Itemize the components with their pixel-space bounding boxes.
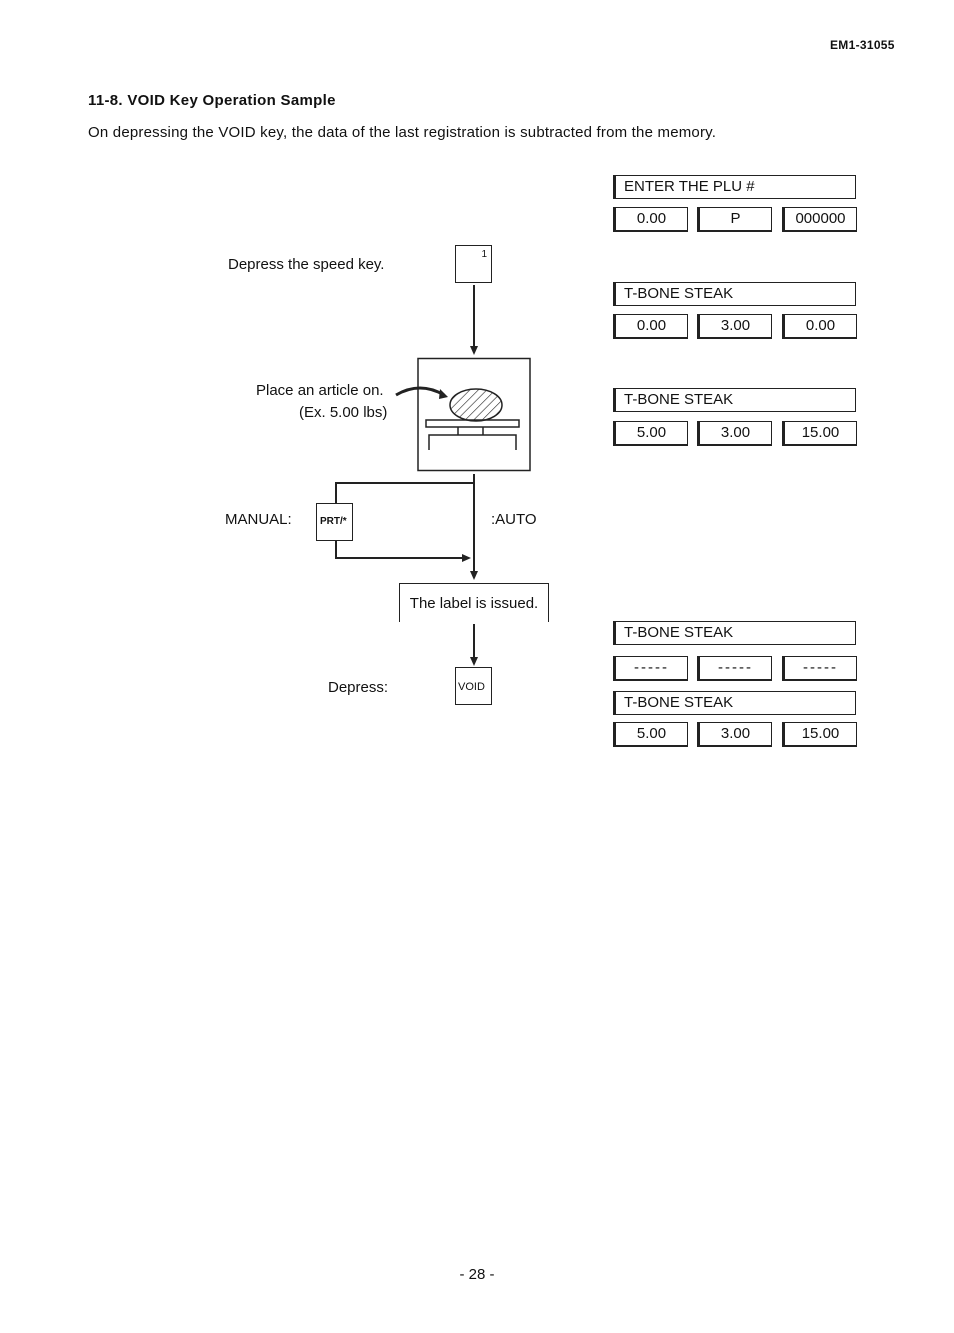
display-1-unit-price: P <box>697 207 772 232</box>
display-5-total: 15.00 <box>782 722 857 747</box>
scale-platter <box>425 419 520 428</box>
display-3-unit-price: 3.00 <box>697 421 772 446</box>
display-2-unit-price: 3.00 <box>697 314 772 339</box>
display-5-weight: 5.00 <box>613 722 688 747</box>
auto-label: :AUTO <box>491 511 537 528</box>
section-title: 11-8. VOID Key Operation Sample <box>88 92 336 109</box>
placing-arrow <box>395 386 445 397</box>
flow-line-1 <box>473 285 475 347</box>
label-issued-box: The label is issued. <box>399 583 549 622</box>
manual-branch-left-top <box>335 482 337 503</box>
display-1-weight: 0.00 <box>613 207 688 232</box>
display-2-total: 0.00 <box>782 314 857 339</box>
display-3-total: 15.00 <box>782 421 857 446</box>
flow-arrow-1 <box>470 346 478 355</box>
manual-branch-bottom <box>335 557 463 559</box>
speed-key-instruction: Depress the speed key. <box>228 256 385 273</box>
page-number: - 28 - <box>459 1266 495 1283</box>
display-4-title: T-BONE STEAK <box>613 621 856 645</box>
manual-branch-top <box>335 482 475 484</box>
display-1-title: ENTER THE PLU # <box>613 175 856 199</box>
void-key-label: VOID <box>458 681 485 693</box>
place-article-example: (Ex. 5.00 lbs) <box>299 404 388 421</box>
speed-key-1[interactable]: 1 <box>455 245 492 283</box>
display-5-unit-price: 3.00 <box>697 722 772 747</box>
placing-arrow-head <box>439 389 448 399</box>
intro-paragraph: On depressing the VOID key, the data of … <box>88 124 717 141</box>
place-article-instruction: Place an article on. <box>256 382 384 399</box>
article-on-scale <box>449 388 503 422</box>
scale-illustration <box>395 357 531 472</box>
void-key[interactable]: VOID <box>455 667 492 705</box>
prt-key-label: PRT/* <box>320 516 347 527</box>
scale-frame <box>417 357 531 472</box>
display-3-weight: 5.00 <box>613 421 688 446</box>
display-2-weight: 0.00 <box>613 314 688 339</box>
display-3-title: T-BONE STEAK <box>613 388 856 412</box>
display-2-title: T-BONE STEAK <box>613 282 856 306</box>
document-id: EM1-31055 <box>830 38 895 52</box>
display-4-weight: ----- <box>613 656 688 681</box>
flow-arrow-3 <box>470 657 478 666</box>
manual-branch-arrow <box>462 554 471 562</box>
scale-base <box>428 434 517 450</box>
manual-label: MANUAL: <box>225 511 292 528</box>
display-4-unit-price: ----- <box>697 656 772 681</box>
display-4-total: ----- <box>782 656 857 681</box>
flow-line-3 <box>473 624 475 659</box>
speed-key-number: 1 <box>481 249 487 260</box>
label-issued-text: The label is issued. <box>409 595 539 612</box>
prt-key[interactable]: PRT/* <box>316 503 353 541</box>
depress-label: Depress: <box>328 679 389 696</box>
flow-line-auto <box>473 474 475 572</box>
flow-arrow-2 <box>470 571 478 580</box>
manual-branch-left-bottom <box>335 540 337 559</box>
display-1-total: 000000 <box>782 207 857 232</box>
display-5-title: T-BONE STEAK <box>613 691 856 715</box>
